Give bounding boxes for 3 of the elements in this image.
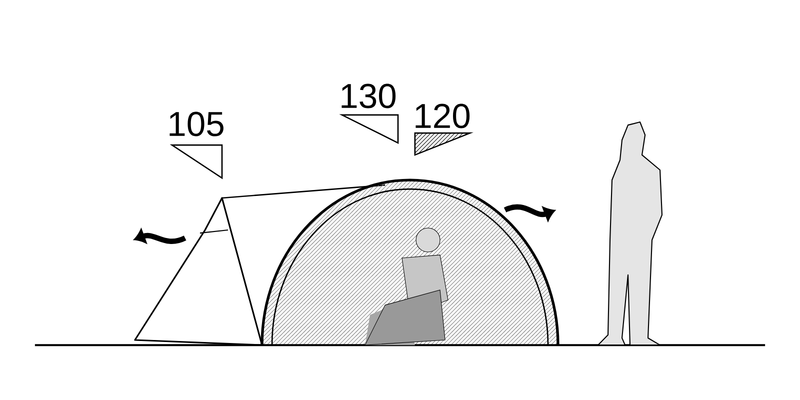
height-label: 105: [170, 112, 224, 136]
height-label: 120: [416, 104, 470, 128]
height-label: 130: [342, 84, 396, 108]
